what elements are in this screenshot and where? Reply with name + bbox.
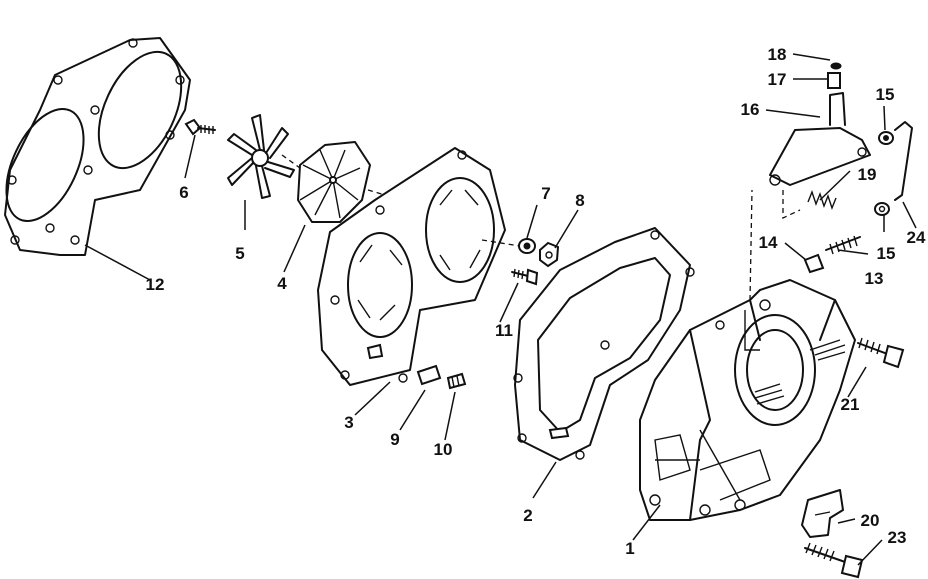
pump-cover-3	[317, 147, 506, 386]
callout-16: 16	[741, 100, 760, 119]
callout-10: 10	[434, 440, 453, 459]
leader-lines	[84, 53, 917, 566]
callout-5: 5	[235, 244, 244, 263]
pump-body-1	[639, 279, 856, 521]
callout-1: 1	[625, 539, 634, 558]
link-rod-24	[894, 121, 913, 201]
callout-9: 9	[390, 430, 399, 449]
callout-21: 21	[841, 395, 860, 414]
callout-15b: 15	[877, 244, 896, 263]
callout-15a: 15	[876, 85, 895, 104]
clamp-20	[801, 489, 844, 538]
screw-11	[511, 268, 539, 286]
roller-17	[827, 72, 841, 89]
callout-19: 19	[858, 165, 877, 184]
bolt-23	[804, 542, 864, 579]
valve-5	[227, 114, 295, 230]
lever-16	[769, 92, 871, 186]
callout-18: 18	[768, 45, 787, 64]
callout-6: 6	[179, 183, 188, 202]
rod-13	[825, 235, 861, 255]
callout-11: 11	[495, 321, 513, 340]
bolt-6	[184, 118, 216, 136]
bushing-15a	[878, 131, 894, 145]
bushing-15b	[874, 202, 890, 216]
gasket-2	[513, 227, 695, 461]
washer-7	[518, 238, 536, 254]
gasket-12	[4, 37, 191, 256]
clip-18	[830, 62, 842, 70]
callout-20: 20	[861, 511, 880, 530]
callout-14: 14	[759, 233, 778, 252]
fitting-14	[803, 253, 825, 274]
callout-17: 17	[768, 70, 787, 89]
callout-13: 13	[865, 269, 884, 288]
callout-24: 24	[907, 228, 926, 247]
callout-7: 7	[541, 184, 550, 203]
callout-23: 23	[888, 528, 907, 547]
screw-10	[446, 372, 467, 390]
nut-8	[539, 241, 560, 268]
callout-2: 2	[523, 506, 532, 525]
pin-9	[416, 364, 442, 386]
callout-3: 3	[344, 413, 353, 432]
callout-4: 4	[277, 274, 287, 293]
spring-19	[782, 189, 837, 220]
disc-valve-4	[281, 141, 386, 223]
callout-8: 8	[575, 191, 584, 210]
bolt-21	[857, 337, 905, 369]
callout-labels: 6 5 4 12 3 9 10 11 7 8 2 1 21 13 14 15 1…	[146, 45, 926, 558]
callout-12: 12	[146, 275, 165, 294]
